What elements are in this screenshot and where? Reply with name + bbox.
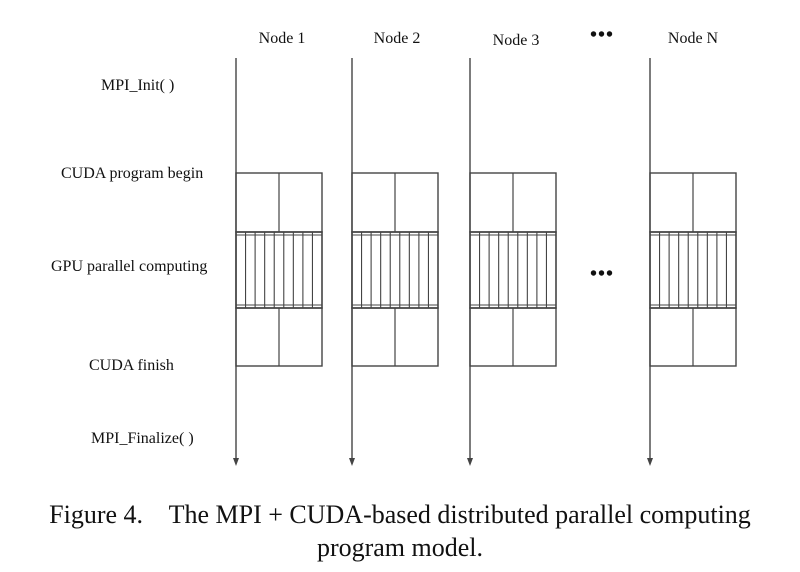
ellipsis-middle: •••	[589, 263, 615, 285]
node-n-gpu-parallel-block	[649, 231, 737, 309]
caption-line-1: Figure 4. The MPI + CUDA-based distribut…	[49, 500, 751, 529]
node-n-timeline-arrow	[647, 458, 653, 466]
stage-cuda-begin: CUDA program begin	[61, 165, 204, 182]
ellipsis-top: •••	[589, 24, 615, 46]
node-columns	[233, 58, 737, 466]
node-2-timeline-arrow	[349, 458, 355, 466]
node-3-timeline-arrow	[467, 458, 473, 466]
node-2-gpu-parallel-block	[351, 231, 439, 309]
figure-caption: Figure 4. The MPI + CUDA-based distribut…	[0, 498, 800, 564]
node-1-timeline-arrow	[233, 458, 239, 466]
caption-line-2: program model.	[316, 533, 484, 562]
stage-cuda-finish: CUDA finish	[89, 357, 174, 374]
node-3-label: Node 3	[492, 32, 540, 49]
node-2-label: Node 2	[373, 30, 421, 47]
node-3-gpu-parallel-block	[469, 231, 557, 309]
node-1-gpu-parallel-block	[235, 231, 323, 309]
stage-mpi-finalize: MPI_Finalize( )	[91, 430, 194, 447]
node-1-label: Node 1	[258, 30, 306, 47]
stage-mpi-init: MPI_Init( )	[101, 77, 175, 94]
mpi-cuda-diagram	[233, 58, 737, 466]
node-n-label: Node N	[667, 30, 719, 47]
stage-gpu-parallel: GPU parallel computing	[51, 258, 208, 275]
